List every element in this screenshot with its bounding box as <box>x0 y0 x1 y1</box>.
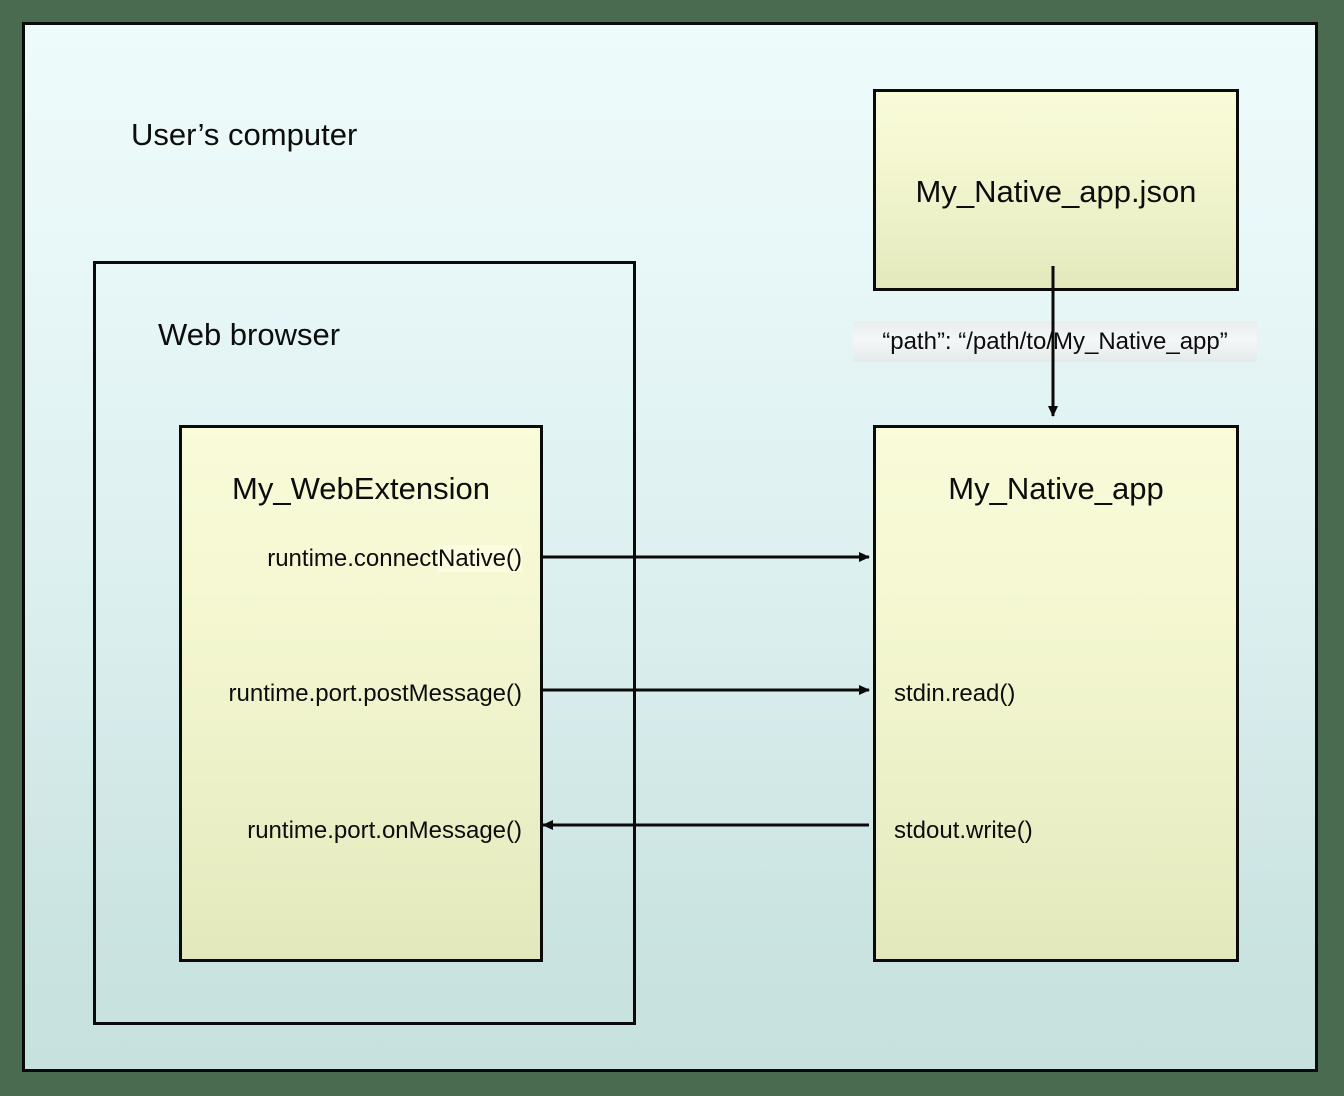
my-webextension-title: My_WebExtension <box>232 471 490 506</box>
stdin-read-label: stdin.read() <box>894 680 1016 707</box>
users-computer-label: User’s computer <box>131 117 358 152</box>
runtime-on-message-label: runtime.port.onMessage() <box>247 817 522 844</box>
users-computer-region: User’s computer Web browser My_WebExtens… <box>22 22 1318 1072</box>
web-browser-region: Web browser <box>93 261 636 1025</box>
my-webextension-box: My_WebExtension runtime.connectNative() … <box>179 425 543 962</box>
runtime-connect-prefix: runtime.connect <box>267 545 438 572</box>
runtime-post-message-label: runtime.port.postMessage() <box>228 680 522 707</box>
stdout-write-label: stdout.write() <box>894 817 1033 844</box>
path-entry-annotation: “path”: “/path/to/My_Native_app” <box>853 321 1257 362</box>
web-browser-label: Web browser <box>158 317 341 352</box>
my-native-app-box: My_Native_app stdin.read() stdout.write(… <box>873 425 1239 962</box>
my-native-app-json-title: My_Native_app.json <box>915 174 1197 209</box>
my-native-app-json-box: My_Native_app.json <box>873 89 1239 291</box>
my-native-app-title: My_Native_app <box>948 471 1164 506</box>
runtime-connect-highlight: Native() <box>437 545 522 572</box>
runtime-connect-native-label: runtime.connectNative() <box>192 545 522 572</box>
